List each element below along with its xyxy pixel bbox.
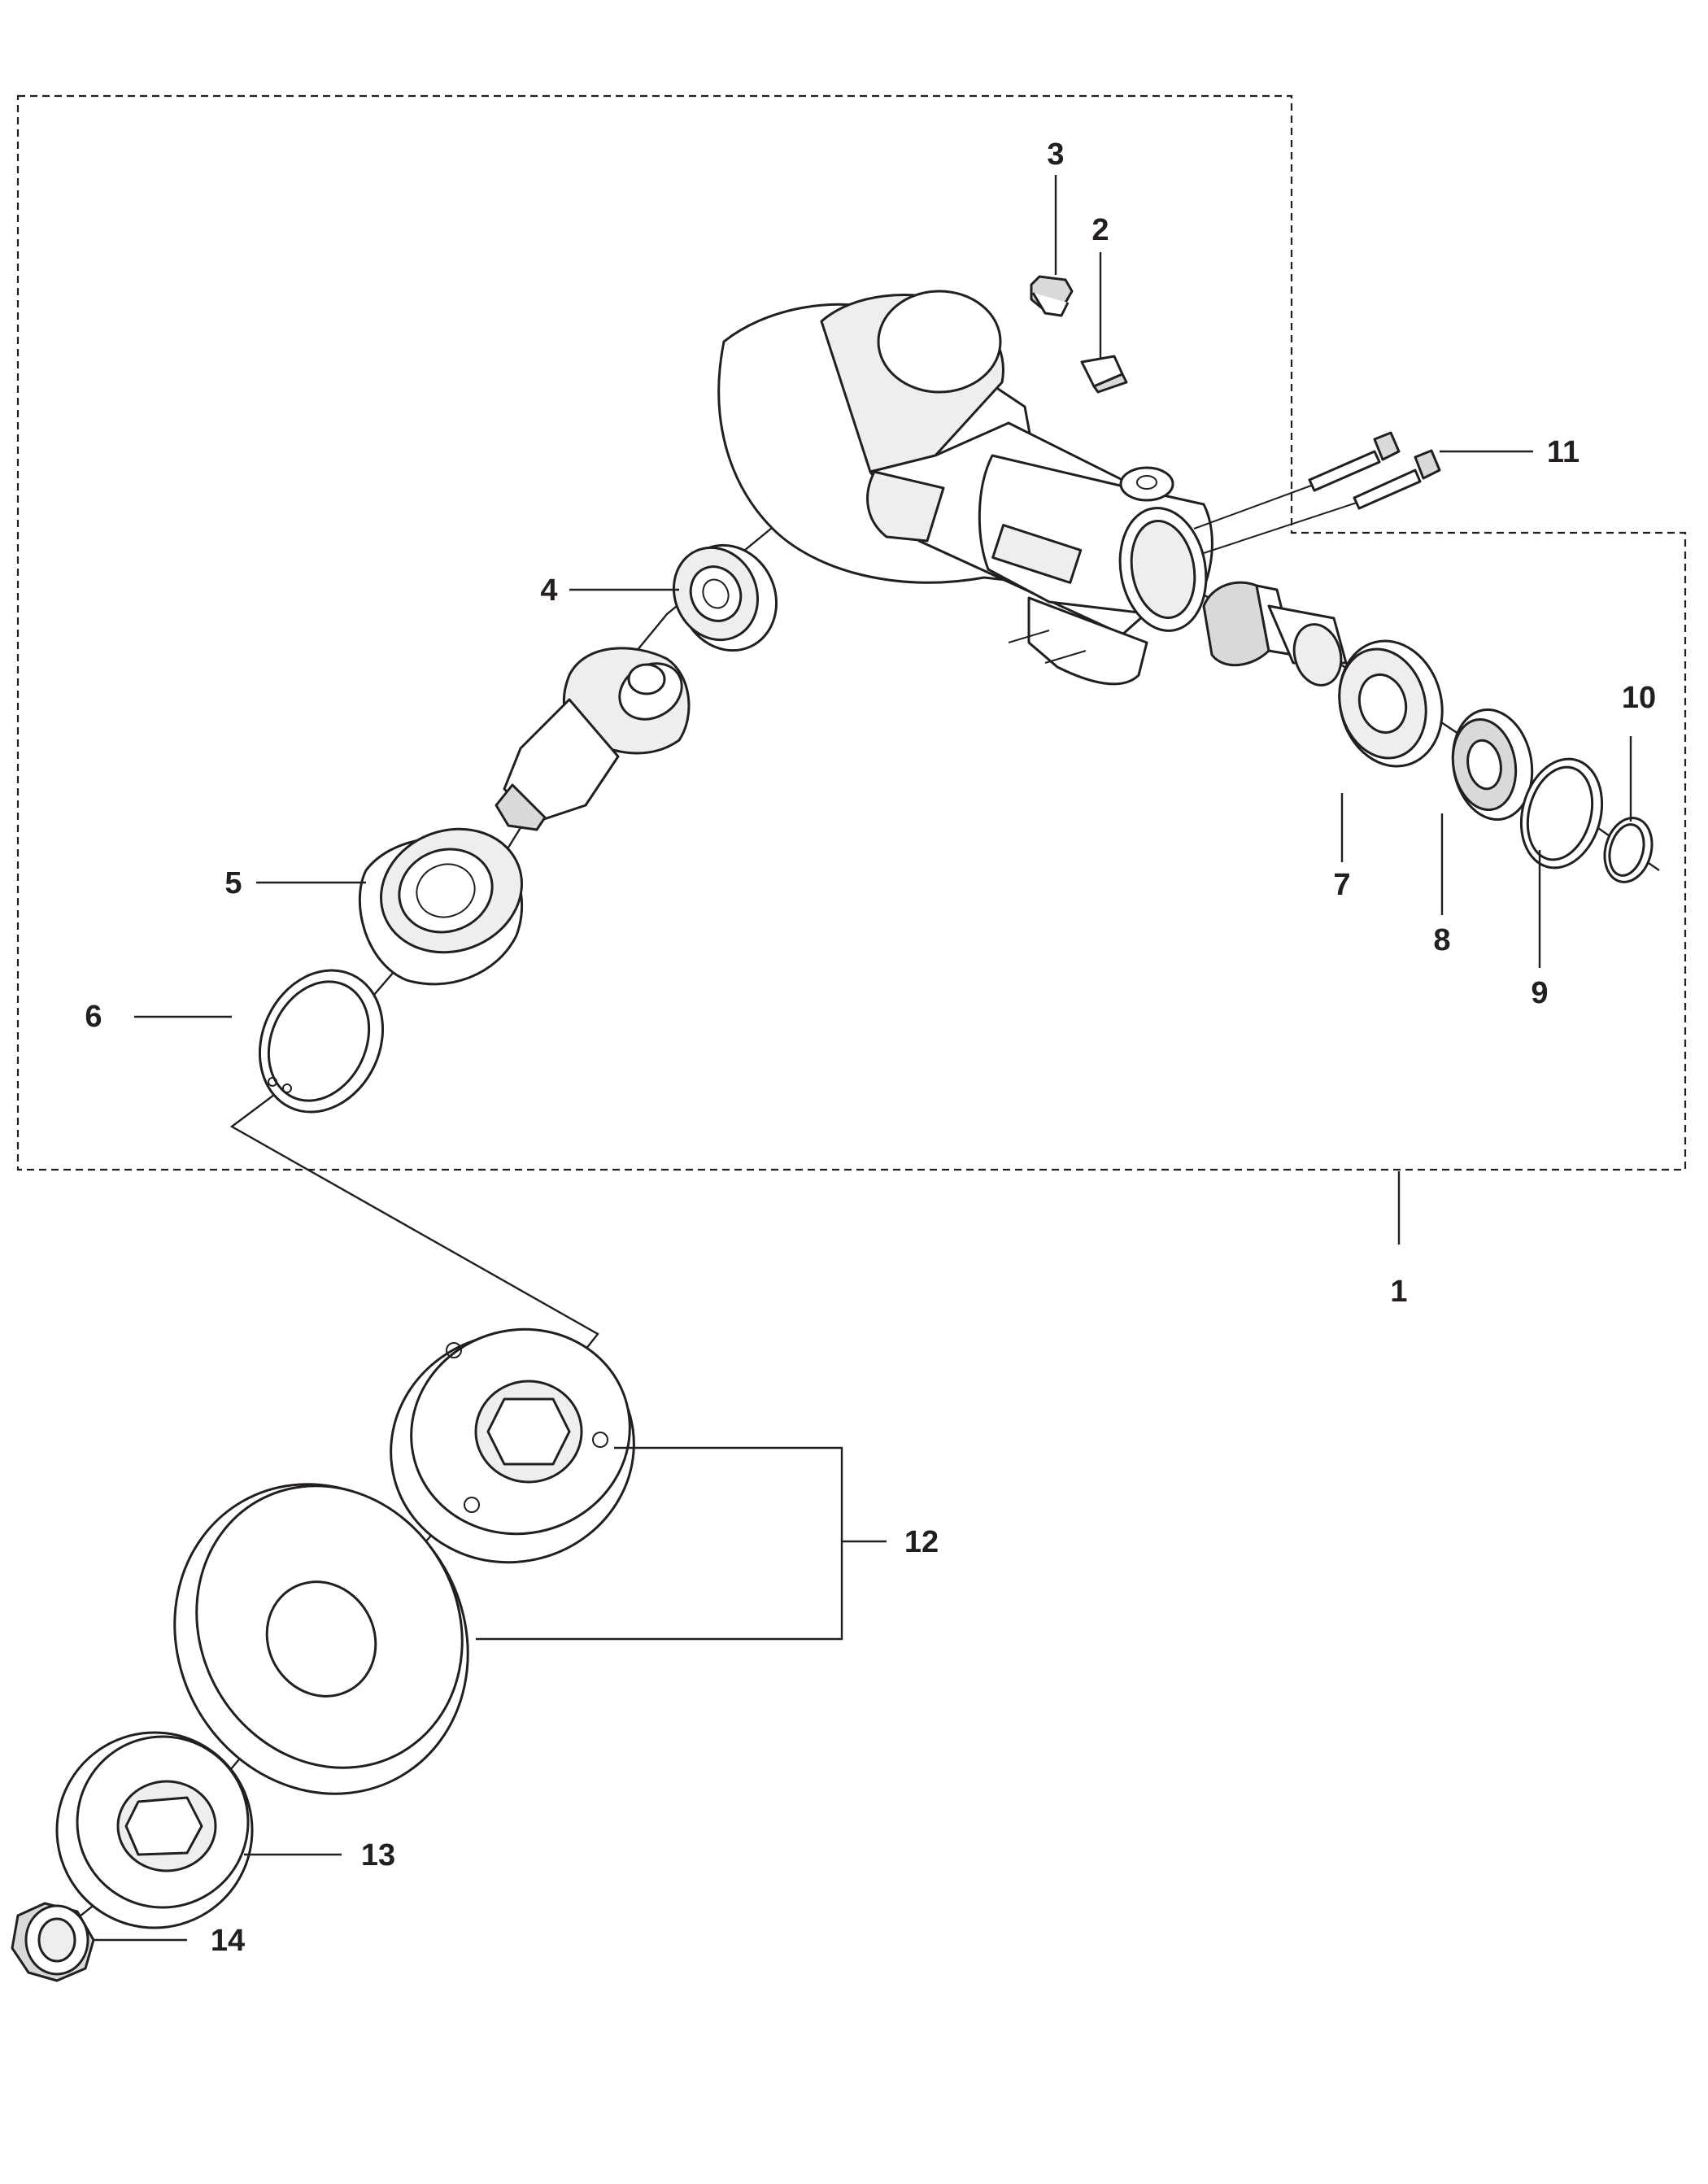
- callout-8: 8: [1433, 923, 1450, 957]
- snap-ring: [1603, 817, 1654, 883]
- lock-nut: [11, 1902, 95, 1982]
- leader-lines: [94, 175, 1632, 1942]
- assembly-frame-outline: [16, 94, 1687, 1171]
- mounting-screws: [1193, 431, 1441, 554]
- callout-1: 1: [1390, 1275, 1407, 1309]
- guard-cup: [173, 1483, 469, 1795]
- callout-3: 3: [1047, 137, 1064, 172]
- support-flange: [390, 1327, 635, 1564]
- shaft-seal: [1451, 708, 1534, 821]
- callout-12: 12: [904, 1525, 939, 1559]
- retaining-ring: [1519, 757, 1604, 870]
- retaining-key: [1080, 355, 1128, 394]
- callout-6: 6: [85, 1000, 102, 1034]
- callout-13: 13: [361, 1838, 395, 1872]
- large-bearing: [358, 827, 523, 986]
- bevel-gear: [495, 647, 691, 831]
- callout-9: 9: [1531, 976, 1548, 1010]
- callout-labels: 1 2 3 4 5 6 7 8 9 10 11 12 13 14: [85, 137, 1656, 1958]
- callout-7: 7: [1333, 868, 1350, 902]
- callout-5: 5: [224, 866, 242, 900]
- gear-housing: [717, 290, 1213, 686]
- shaft-bearing: [1338, 639, 1444, 768]
- plug-screw: [1030, 275, 1074, 317]
- input-shaft: [1202, 581, 1348, 687]
- circlip: [258, 969, 385, 1114]
- callout-4: 4: [540, 573, 557, 608]
- callout-11: 11: [1547, 435, 1579, 469]
- callout-10: 10: [1622, 681, 1656, 715]
- callout-14: 14: [211, 1924, 245, 1958]
- callout-2: 2: [1091, 213, 1109, 247]
- small-bearing: [672, 543, 778, 652]
- thrust-cup: [55, 1731, 254, 1929]
